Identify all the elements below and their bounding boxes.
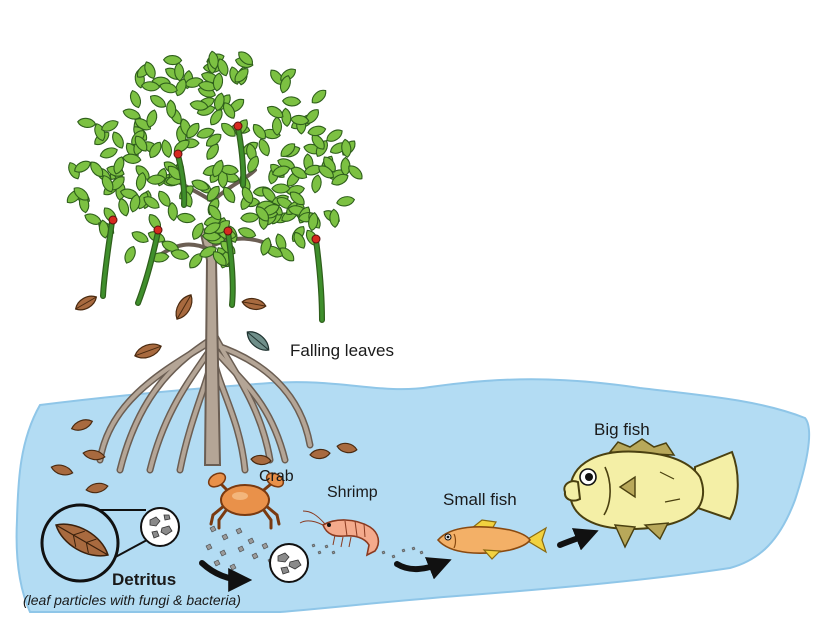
falling-leaves [50,294,358,494]
small-fish-label: Small fish [443,490,517,509]
dead-leaf-icon [85,482,109,494]
arrow-detritus-to-crab [199,560,253,592]
decomposing-leaf-icon [55,523,109,557]
crab-icon [207,472,285,530]
flowers [108,121,321,244]
dead-leaf-icon [309,448,331,460]
dead-leaf-icon [175,294,193,320]
dead-leaf-icon [82,449,106,461]
mangrove-tree [66,50,363,474]
arrow-shrimp-to-smallfish [394,557,452,580]
detritus-illustration [40,503,180,583]
shrimp-label: Shrimp [327,484,378,501]
dead-leaf-icon [246,331,270,351]
dead-leaf-icon [134,343,162,359]
particle-closeup [269,543,309,583]
falling-leaves-label: Falling leaves [290,341,394,360]
particle-closeup [140,507,180,547]
dead-leaf-icon [241,297,267,311]
arrow-smallfish-to-bigfish [557,528,599,551]
dead-leaf-icon [250,454,272,466]
big-fish-label: Big fish [594,420,650,439]
detritus-label: Detritus [112,570,177,589]
crab-label: Crab [259,468,294,485]
dead-leaf-icon [74,295,98,311]
dead-leaf-icon [336,442,358,454]
flow-arrows [199,528,599,592]
big-fish-icon [563,438,739,549]
shrimp-icon [299,510,380,557]
detritus-description: (leaf particles with fungi & bacteria) [23,592,241,608]
dead-leaf-icon [70,419,94,431]
small-fish-icon [436,519,548,560]
dead-leaf-icon [50,464,74,476]
